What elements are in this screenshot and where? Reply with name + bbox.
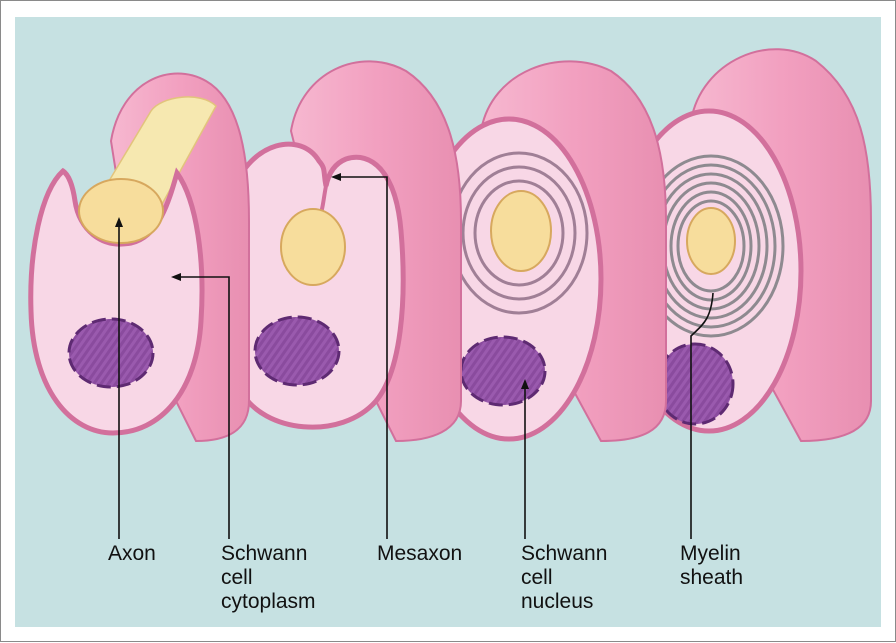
label-myelin-sheath: Myelin sheath <box>680 542 744 589</box>
stage-3-wrapping-begins <box>414 60 667 443</box>
axon-4 <box>686 207 736 275</box>
leader-lines <box>115 173 714 539</box>
label-mesaxon: Mesaxon <box>377 542 463 565</box>
axon-1 <box>78 178 164 244</box>
nucleus-3 <box>459 335 547 407</box>
nucleus-1 <box>67 317 155 389</box>
nucleus-4 <box>655 342 735 426</box>
stage-1-axon-engulfed <box>28 72 250 443</box>
stage-2-mesaxon-forms <box>218 60 462 443</box>
axon-2 <box>280 208 346 286</box>
label-schwann-cell-cytoplasm: Schwann cell cytoplasm <box>221 542 316 613</box>
label-axon: Axon <box>108 542 156 565</box>
axon-3 <box>490 190 552 272</box>
nucleus-2 <box>253 315 341 387</box>
leader-cytoplasm <box>177 276 230 539</box>
leader-mesaxon <box>337 176 388 539</box>
leader-myelin <box>690 292 714 539</box>
myelin-wrap-layers-early <box>449 151 589 315</box>
label-schwann-cell-nucleus: Schwann cell nucleus <box>521 542 608 613</box>
